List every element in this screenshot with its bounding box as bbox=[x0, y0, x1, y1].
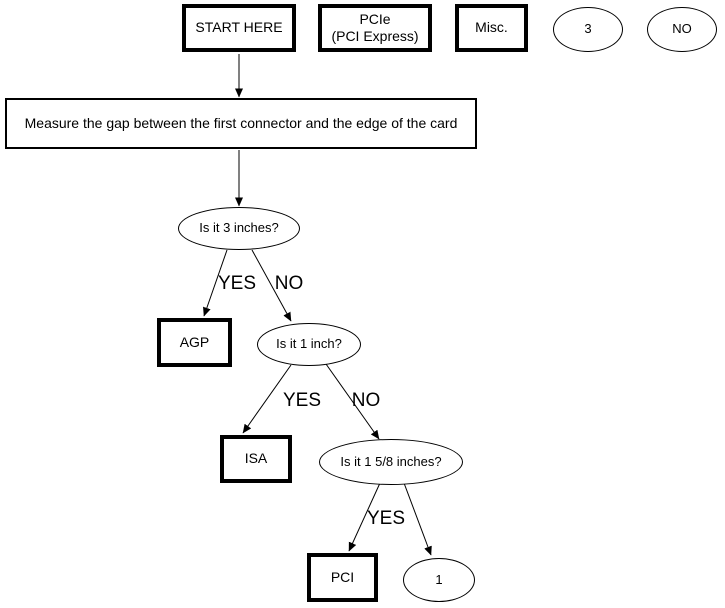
edge-label-yes-isa: YES bbox=[282, 390, 322, 411]
edge-label-no-isa: NO bbox=[351, 390, 381, 411]
edge-label-no-agp: NO bbox=[274, 273, 304, 294]
edge-label-yes-pci: YES bbox=[366, 508, 406, 529]
node-agp: AGP bbox=[157, 318, 232, 367]
edge-label-yes-agp: YES bbox=[217, 273, 257, 294]
chip-3[interactable]: 3 bbox=[553, 7, 623, 52]
decision-1-5-8-inches: Is it 1 5/8 inches? bbox=[319, 439, 463, 485]
chip-pcie[interactable]: PCIe (PCI Express) bbox=[318, 4, 432, 52]
arrow-to-blank-1 bbox=[403, 482, 432, 556]
node-pci: PCI bbox=[307, 553, 378, 602]
node-start-here: START HERE bbox=[182, 4, 296, 52]
node-blank-1: 1 bbox=[403, 558, 475, 602]
chip-misc[interactable]: Misc. bbox=[455, 4, 528, 52]
decision-1-inch: Is it 1 inch? bbox=[257, 323, 361, 366]
chip-no[interactable]: NO bbox=[647, 7, 717, 52]
node-isa: ISA bbox=[220, 435, 292, 483]
decision-3-inches: Is it 3 inches? bbox=[178, 207, 300, 250]
node-measure-step: Measure the gap between the first connec… bbox=[5, 98, 477, 149]
